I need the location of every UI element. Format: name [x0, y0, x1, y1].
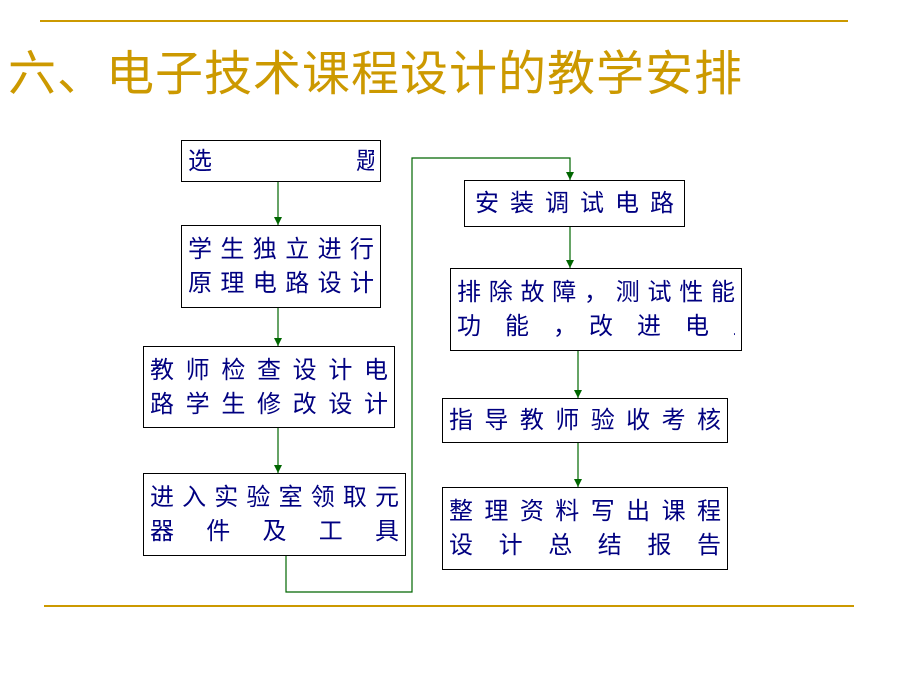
- step-select-line: 选 题: [188, 147, 374, 175]
- slide-title: 六、电子技术课程设计的教学安排: [8, 46, 744, 102]
- step-report: 整理资料写出课程设 计 总 结 报 告: [442, 487, 728, 570]
- step-design-line: 学生独立进行: [188, 235, 374, 263]
- arrowhead-install: [566, 172, 574, 180]
- bottom-rule: [44, 605, 854, 607]
- arrowhead-design: [274, 217, 282, 225]
- step-design: 学生独立进行原理电路设计: [181, 225, 381, 308]
- top-rule: [40, 20, 848, 22]
- step-accept: 指导教师验收考核: [442, 398, 728, 443]
- step-report-line: 整理资料写出课程: [449, 497, 721, 525]
- arrowhead-check: [274, 338, 282, 346]
- step-debug: 排除故障，测试性能功 能 ， 改 进 电 路: [450, 268, 742, 351]
- step-collect-line: 进入实验室领取元: [150, 483, 399, 511]
- arrowhead-debug: [566, 260, 574, 268]
- step-check-line: 路学生修改设计: [150, 390, 388, 418]
- step-report-line: 设 计 总 结 报 告: [449, 531, 721, 559]
- arrowhead-report: [574, 479, 582, 487]
- step-accept-line: 指导教师验收考核: [449, 406, 721, 434]
- step-design-line: 原理电路设计: [188, 269, 374, 297]
- connector-collect-to-install: [285, 157, 571, 593]
- step-debug-line: 功 能 ， 改 进 电 路: [457, 312, 735, 340]
- arrowhead-collect: [274, 465, 282, 473]
- step-check: 教师检查设计电路学生修改设计: [143, 346, 395, 428]
- step-collect: 进入实验室领取元器 件 及 工 具: [143, 473, 406, 556]
- step-collect-line: 器 件 及 工 具: [150, 517, 399, 545]
- step-select: 选 题: [181, 140, 381, 182]
- step-debug-line: 排除故障，测试性能: [457, 278, 735, 306]
- step-check-line: 教师检查设计电: [150, 356, 388, 384]
- step-install-line: 安装调试电路: [475, 189, 674, 217]
- arrowhead-accept: [574, 390, 582, 398]
- step-install: 安装调试电路: [464, 180, 685, 227]
